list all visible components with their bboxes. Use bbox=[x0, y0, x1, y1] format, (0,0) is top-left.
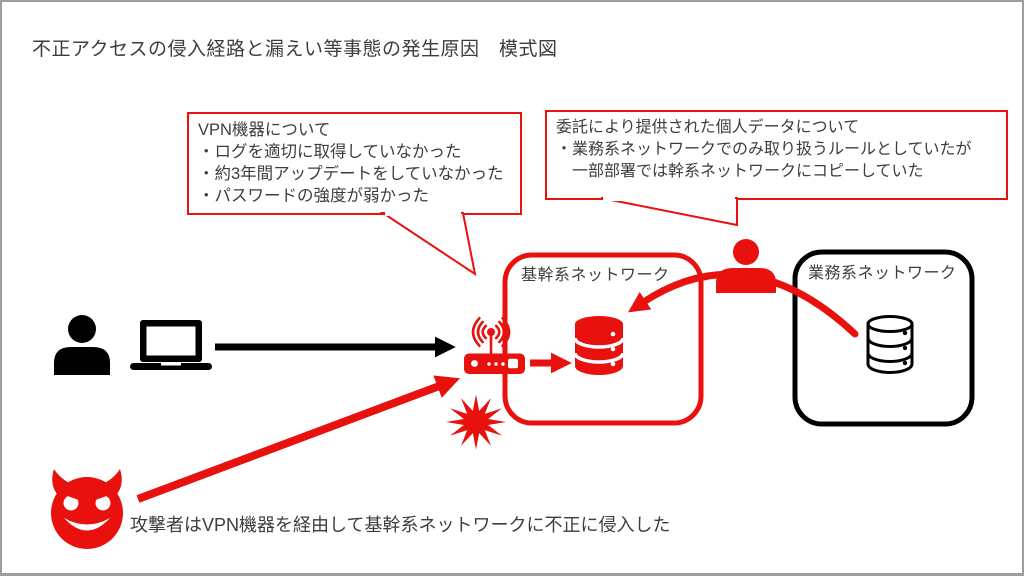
callout-line: ・ログを適切に取得していなかった bbox=[198, 143, 462, 161]
business-network-label: 業務系ネットワーク bbox=[808, 265, 957, 282]
laptop-icon bbox=[130, 320, 212, 370]
wifi-router-icon bbox=[464, 316, 525, 374]
burst-icon bbox=[446, 394, 506, 450]
callout-entrusted-data: 委託により提供された個人データについて ・業務系ネットワークでのみ取り扱うルール… bbox=[545, 110, 1008, 200]
callout-line: ・約3年間アップデートをしていなかった bbox=[198, 165, 504, 183]
callout-line: 委託により提供された個人データについて bbox=[556, 119, 860, 136]
callout-line: ・パスワードの強度が弱かった bbox=[198, 187, 429, 205]
callout-line: 一部部署では幹系ネットワークにコピーしていた bbox=[556, 163, 924, 180]
user-icon bbox=[54, 315, 110, 375]
attack-description-caption: 攻撃者はVPN機器を経由して基幹系ネットワークに不正に侵入した bbox=[130, 515, 671, 535]
devil-icon bbox=[51, 469, 123, 549]
wifi-waves-icon bbox=[471, 316, 511, 348]
callout-data-tail bbox=[600, 196, 738, 227]
insider-person-icon bbox=[716, 239, 776, 293]
page-title: 不正アクセスの侵入経路と漏えい等事態の発生原因 模式図 bbox=[32, 39, 558, 60]
callout-vpn-tail bbox=[379, 211, 477, 277]
core-network-label: 基幹系ネットワーク bbox=[521, 267, 670, 284]
database-business-icon bbox=[866, 315, 914, 374]
database-core-icon bbox=[573, 316, 625, 375]
callout-vpn-issues: VPN機器について ・ログを適切に取得していなかった ・約3年間アップデートをし… bbox=[187, 112, 522, 215]
callout-line: VPN機器について bbox=[198, 121, 331, 139]
attacker-to-vpn-arrow bbox=[136, 375, 460, 503]
data-copy-arrow bbox=[628, 270, 859, 338]
callout-line: ・業務系ネットワークでのみ取り扱うルールとしていたが bbox=[556, 141, 972, 158]
